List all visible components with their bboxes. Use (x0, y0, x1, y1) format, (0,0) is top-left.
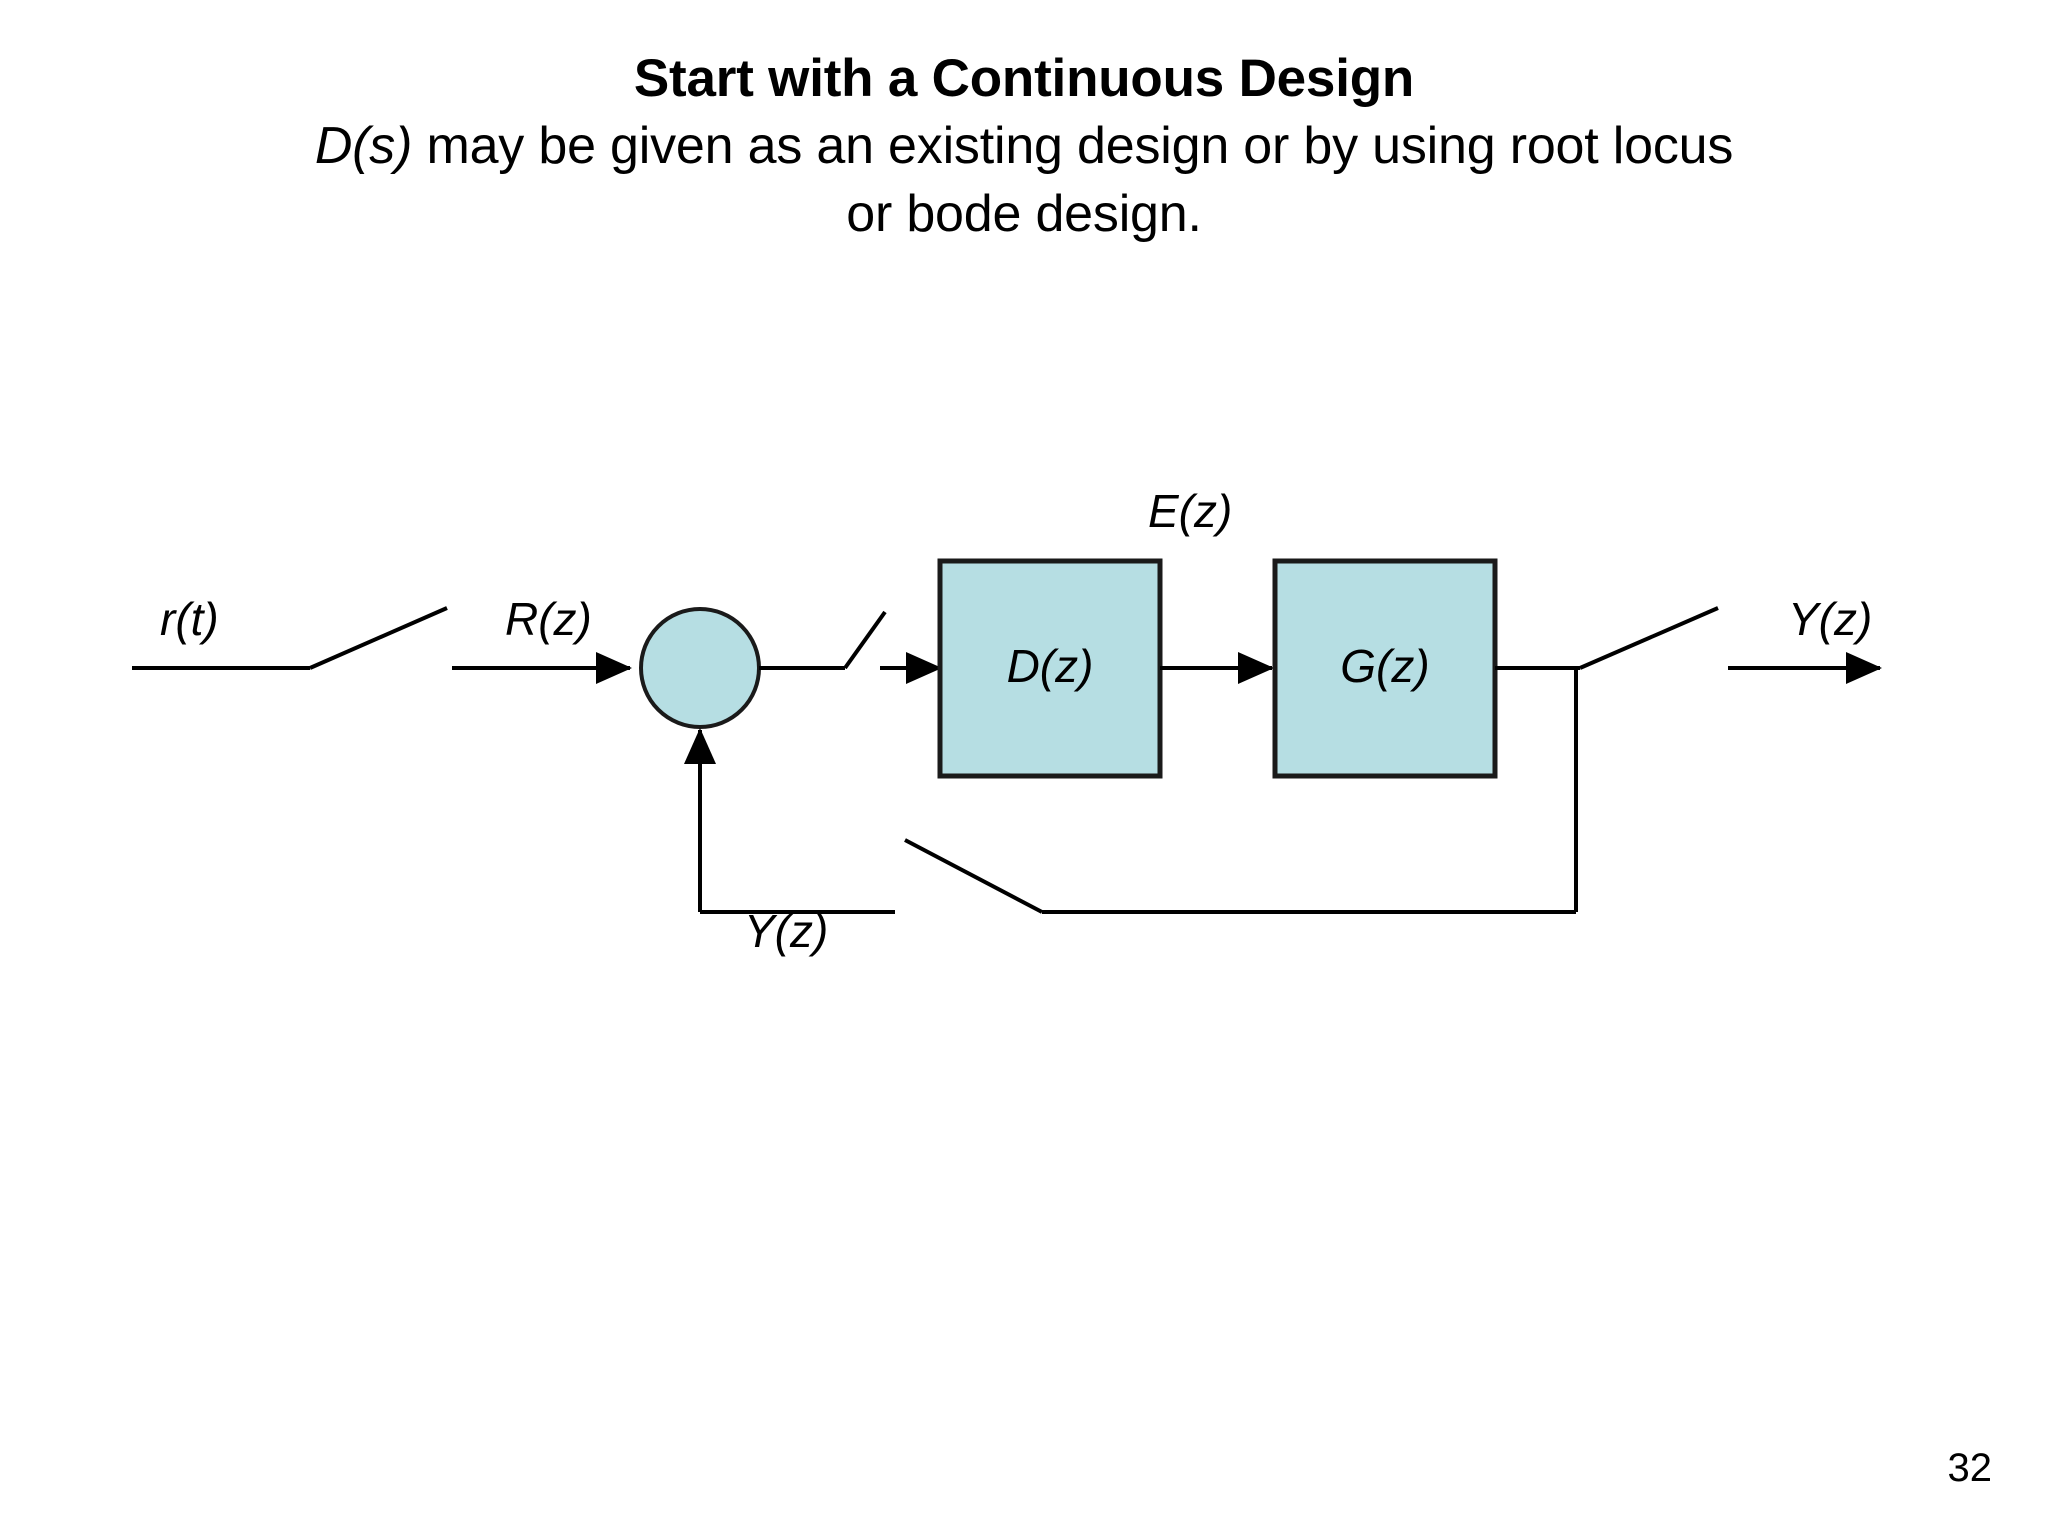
label-error-signal: E(z) (1148, 485, 1233, 537)
label-input-sampled: R(z) (505, 593, 592, 645)
output-sampler-icon (1579, 606, 1719, 670)
feedback-sampler-icon (904, 838, 1043, 914)
controller-block-label: D(z) (1006, 640, 1094, 692)
label-feedback-signal: Y(z) (744, 905, 829, 957)
subtitle-italic-term: D(s) (314, 117, 413, 175)
error-sampler-icon (843, 610, 887, 670)
label-output-signal: Y(z) (1788, 593, 1873, 645)
page-number: 32 (1947, 1446, 1993, 1490)
label-input-continuous: r(t) (160, 593, 219, 645)
title-area: Start with a Continuous Design D(s) may … (0, 46, 2048, 248)
input-sampler-icon (309, 606, 448, 670)
controller-block (937, 558, 1163, 779)
subtitle-rest: may be given as an existing design or by… (412, 117, 1734, 243)
plant-block-label: G(z) (1340, 640, 1430, 692)
page-subtitle: D(s) may be given as an existing design … (0, 112, 2048, 248)
page-title: Start with a Continuous Design (633, 49, 1415, 108)
summing-junction (639, 607, 761, 729)
